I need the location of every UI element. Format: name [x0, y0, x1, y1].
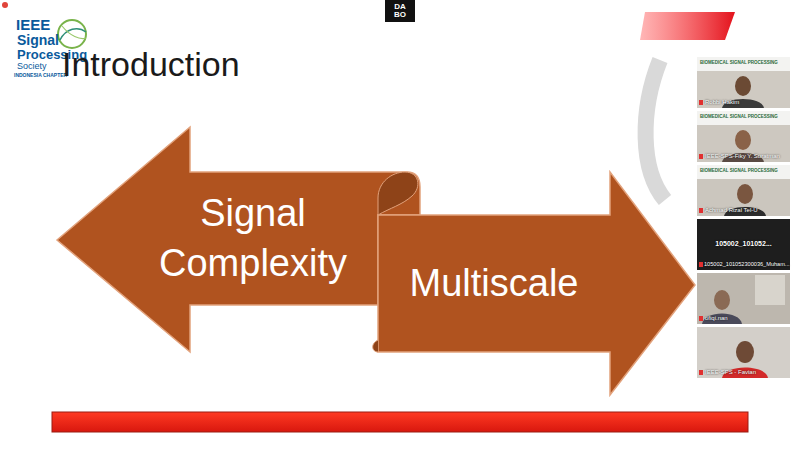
- right-arrow: Multiscale: [378, 172, 695, 395]
- participant-name: ofiqi.nan: [705, 315, 728, 322]
- badge-box: [385, 0, 415, 22]
- logo-text: IEEE: [16, 17, 50, 34]
- logo-text: Society: [17, 62, 47, 72]
- arrow-label: Multiscale: [410, 259, 579, 308]
- banner-text: BIOMEDICAL SIGNAL PROCESSING: [700, 61, 778, 66]
- left-arrow: Signal Complexity: [57, 127, 420, 352]
- logo-text: Signal: [17, 33, 59, 48]
- arrow-outline: [57, 127, 420, 352]
- video-tile: [697, 165, 790, 216]
- red-bar: [52, 412, 748, 432]
- participant-name: IEEE-SPS - Favian: [705, 369, 756, 376]
- video-tile: [697, 57, 790, 108]
- video-tile: [697, 273, 790, 324]
- banner-text: BIOMEDICAL SIGNAL PROCESSING: [700, 169, 778, 174]
- participant-id: 105002_101052...: [697, 240, 790, 248]
- logo-subtext: INDONESIA CHAPTER: [14, 73, 67, 79]
- ieee-logo-mark: [58, 20, 86, 48]
- video-tile: [697, 111, 790, 162]
- participant-name: IEEE-SPS-Fiky Y. Suratman: [705, 153, 780, 160]
- participant-name: 105002_101052300036_Muham...: [704, 261, 790, 267]
- slide-title: Introduction: [62, 46, 240, 83]
- participant-name: Robbi Hakim: [705, 99, 739, 106]
- banner-text: BIOMEDICAL SIGNAL PROCESSING: [700, 115, 778, 120]
- ribbon-fold: [378, 172, 418, 215]
- arrow-label: Signal Complexity: [133, 189, 373, 288]
- badge-text: DA BO: [393, 3, 407, 19]
- arrow-shape: [57, 127, 420, 352]
- record-dot: [2, 2, 8, 8]
- video-tile: [697, 219, 790, 270]
- arrow-outline: [378, 172, 695, 395]
- video-tile: [697, 327, 790, 378]
- ribbon-fold: [373, 340, 378, 352]
- participant-name: Achmad Rizal Tel-U: [705, 207, 758, 214]
